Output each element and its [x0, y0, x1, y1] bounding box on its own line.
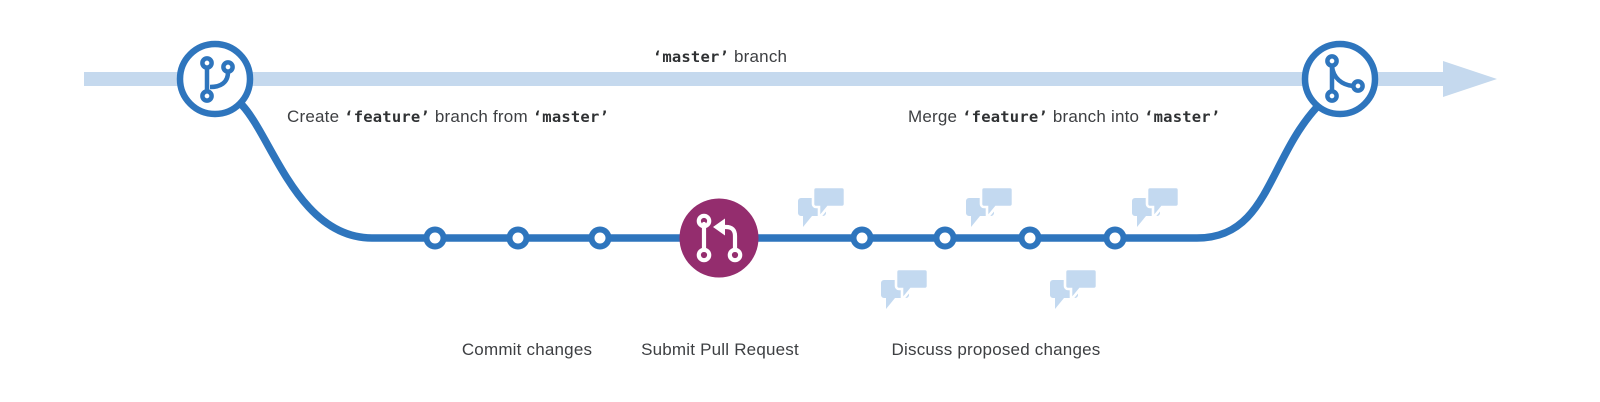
- branch-point-node: [176, 40, 254, 118]
- pull-request-node: [679, 198, 759, 278]
- commit-node: [423, 226, 447, 250]
- merge-feature-code: ‘feature’: [962, 108, 1048, 126]
- comments-icon: [881, 267, 931, 315]
- commit-changes-label: Commit changes: [461, 340, 593, 359]
- comments-icon: [798, 185, 848, 233]
- merge-prefix: Merge: [908, 107, 958, 126]
- commit-node: [506, 226, 530, 250]
- commit-node: [588, 226, 612, 250]
- create-middle: branch from: [434, 107, 528, 126]
- commit-nodes: [423, 226, 1127, 250]
- git-merge-icon: [1325, 54, 1365, 103]
- create-prefix: Create: [287, 107, 340, 126]
- comments-icon: [1050, 267, 1100, 315]
- comments-icon: [966, 185, 1016, 233]
- comments-icon: [1132, 185, 1182, 233]
- master-branch-line: [84, 61, 1497, 97]
- master-code-text: ‘master’: [652, 48, 730, 66]
- commit-node: [1103, 226, 1127, 250]
- create-feature-code: ‘feature’: [344, 108, 430, 126]
- create-branch-annotation: Create ‘feature’ branch from ‘master’: [287, 107, 609, 127]
- master-branch-band: [84, 72, 1445, 86]
- submit-pull-request-label: Submit Pull Request: [641, 340, 799, 359]
- master-plain-text: branch: [734, 47, 788, 66]
- master-arrowhead-icon: [1443, 61, 1497, 97]
- pull-request-circle: [679, 198, 759, 278]
- commit-node: [1018, 226, 1042, 250]
- merge-master-code: ‘master’: [1144, 108, 1221, 126]
- commit-node: [850, 226, 874, 250]
- pull-request-icon: [696, 213, 743, 263]
- branch-point-circle: [176, 40, 254, 118]
- merge-branch-annotation: Merge ‘feature’ branch into ‘master’: [908, 107, 1220, 127]
- feature-branch-line: [238, 101, 1321, 242]
- merge-point-node: [1301, 40, 1379, 118]
- create-master-code: ‘master’: [532, 108, 610, 126]
- commit-node: [933, 226, 957, 250]
- merge-middle: branch into: [1052, 107, 1140, 126]
- discuss-changes-label: Discuss proposed changes: [891, 340, 1101, 359]
- git-branch-icon: [200, 56, 235, 103]
- master-branch-label: ‘master’ branch: [653, 47, 787, 67]
